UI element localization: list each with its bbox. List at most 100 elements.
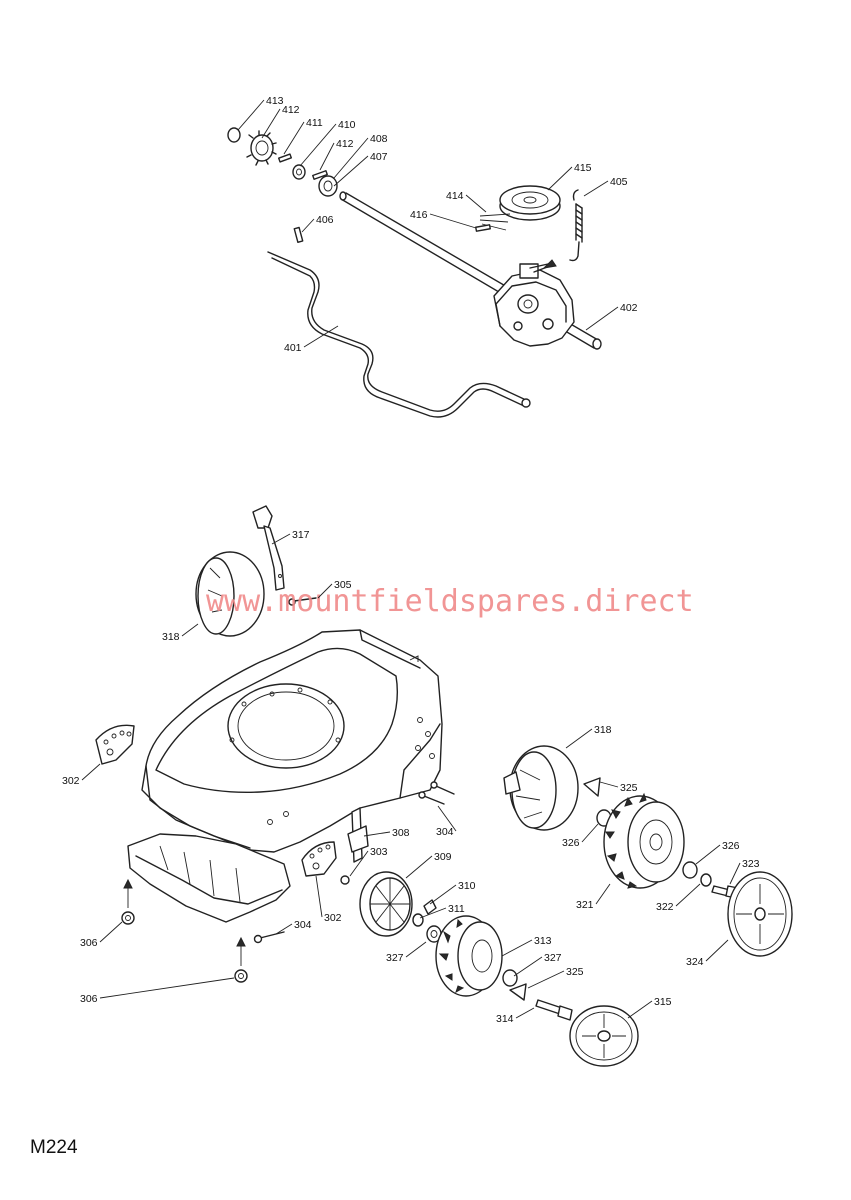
callout-label: 306 xyxy=(80,993,98,1005)
callout-label: 314 xyxy=(496,1013,514,1025)
callout-label: 309 xyxy=(434,851,452,863)
bearing-407 xyxy=(318,175,338,197)
callout-label: 306 xyxy=(80,937,98,949)
callout-leader xyxy=(585,306,619,331)
callout-leader xyxy=(501,939,533,957)
callout-leader xyxy=(299,123,337,167)
callout-leader xyxy=(429,213,477,229)
bearing-326-right xyxy=(682,861,698,879)
callout-leader xyxy=(695,844,721,865)
callout-leader xyxy=(319,142,335,171)
callout-leader xyxy=(547,166,573,191)
callout-leader xyxy=(181,623,199,637)
callout-label: 304 xyxy=(436,826,454,838)
callout-label: 401 xyxy=(284,342,302,354)
callout-label: 321 xyxy=(576,899,594,911)
gearbox xyxy=(493,259,575,347)
callout-leader xyxy=(465,194,487,213)
callout-leader xyxy=(515,1007,535,1019)
callout-leader xyxy=(705,939,729,962)
callout-leader xyxy=(437,805,457,832)
pin-406 xyxy=(293,226,304,243)
washer-322 xyxy=(700,873,712,887)
callout-label: 310 xyxy=(458,880,476,892)
deck-assembly xyxy=(95,505,793,1067)
callout-label: 304 xyxy=(294,919,312,931)
key-416 xyxy=(475,224,491,232)
height-adjuster-302-right xyxy=(301,841,337,877)
lever-317 xyxy=(252,505,285,591)
callout-label: 412 xyxy=(282,104,300,116)
callout-leader xyxy=(349,850,369,877)
callout-label: 408 xyxy=(370,133,388,145)
callout-label: 412 xyxy=(336,138,354,150)
callout-label: 411 xyxy=(306,117,323,129)
callout-label: 325 xyxy=(620,782,638,794)
callout-label: 407 xyxy=(370,151,388,163)
callout-label: 308 xyxy=(392,827,410,839)
callout-label: 325 xyxy=(566,966,584,978)
nut-303 xyxy=(340,875,350,885)
callout-label: 317 xyxy=(292,529,310,541)
screw-305 xyxy=(293,597,317,602)
callout-leader xyxy=(99,977,235,999)
circlip-413 xyxy=(227,127,241,143)
callout-leader xyxy=(405,855,433,879)
nut-306-left xyxy=(121,878,135,925)
callout-leader xyxy=(271,533,291,545)
callout-leader xyxy=(599,781,619,788)
callout-leader xyxy=(237,99,265,131)
key-411 xyxy=(277,153,293,163)
hub-cap-324 xyxy=(727,871,793,957)
callout-leader xyxy=(675,883,701,907)
bearing-327-right xyxy=(502,969,518,987)
callout-label: 413 xyxy=(266,95,284,107)
deck-body xyxy=(141,629,443,853)
pinion-gear-412 xyxy=(246,130,277,166)
pulley-415 xyxy=(499,185,561,221)
callout-leader xyxy=(627,1000,653,1019)
callout-leader xyxy=(429,884,457,905)
callout-label: 305 xyxy=(334,579,352,591)
watermark: www.mountfieldspares.direct xyxy=(206,584,694,619)
callout-leader xyxy=(419,907,447,919)
rear-wheel-321 xyxy=(603,792,685,889)
diagram-code: M224 xyxy=(30,1137,78,1158)
callout-leader xyxy=(527,970,565,989)
callout-leader xyxy=(317,583,333,599)
callout-leader xyxy=(99,921,123,943)
callout-label: 324 xyxy=(686,956,704,968)
callout-label: 410 xyxy=(338,119,356,131)
callout-label: 327 xyxy=(544,952,562,964)
callout-leader xyxy=(513,956,543,977)
bush-325-left xyxy=(509,983,527,1001)
callout-label: 327 xyxy=(386,952,404,964)
washer-410 xyxy=(292,164,306,180)
callout-leader xyxy=(565,728,593,749)
callout-label: 303 xyxy=(370,846,388,858)
callout-leader xyxy=(303,325,339,348)
rear-cover-318 xyxy=(195,551,265,637)
callout-leader xyxy=(261,108,281,139)
callout-leader xyxy=(81,763,101,781)
nut-306-right xyxy=(234,936,248,983)
callout-label: 318 xyxy=(162,631,180,643)
rear-cover-318-right xyxy=(503,745,579,831)
spring-405 xyxy=(569,189,583,262)
callout-leader xyxy=(729,862,741,885)
callout-label: 302 xyxy=(62,775,80,787)
callout-label: 402 xyxy=(620,302,638,314)
callout-label: 318 xyxy=(594,724,612,736)
bush-325-right xyxy=(583,777,601,797)
callout-leader xyxy=(301,218,315,233)
callout-label: 326 xyxy=(722,840,740,852)
callout-leader xyxy=(315,875,323,918)
callout-label: 302 xyxy=(324,912,342,924)
callout-label: 406 xyxy=(316,214,334,226)
callout-label: 323 xyxy=(742,858,760,870)
callout-leader xyxy=(333,155,369,187)
axle-bolt-314 xyxy=(535,999,573,1021)
front-wheel-313 xyxy=(435,915,503,997)
